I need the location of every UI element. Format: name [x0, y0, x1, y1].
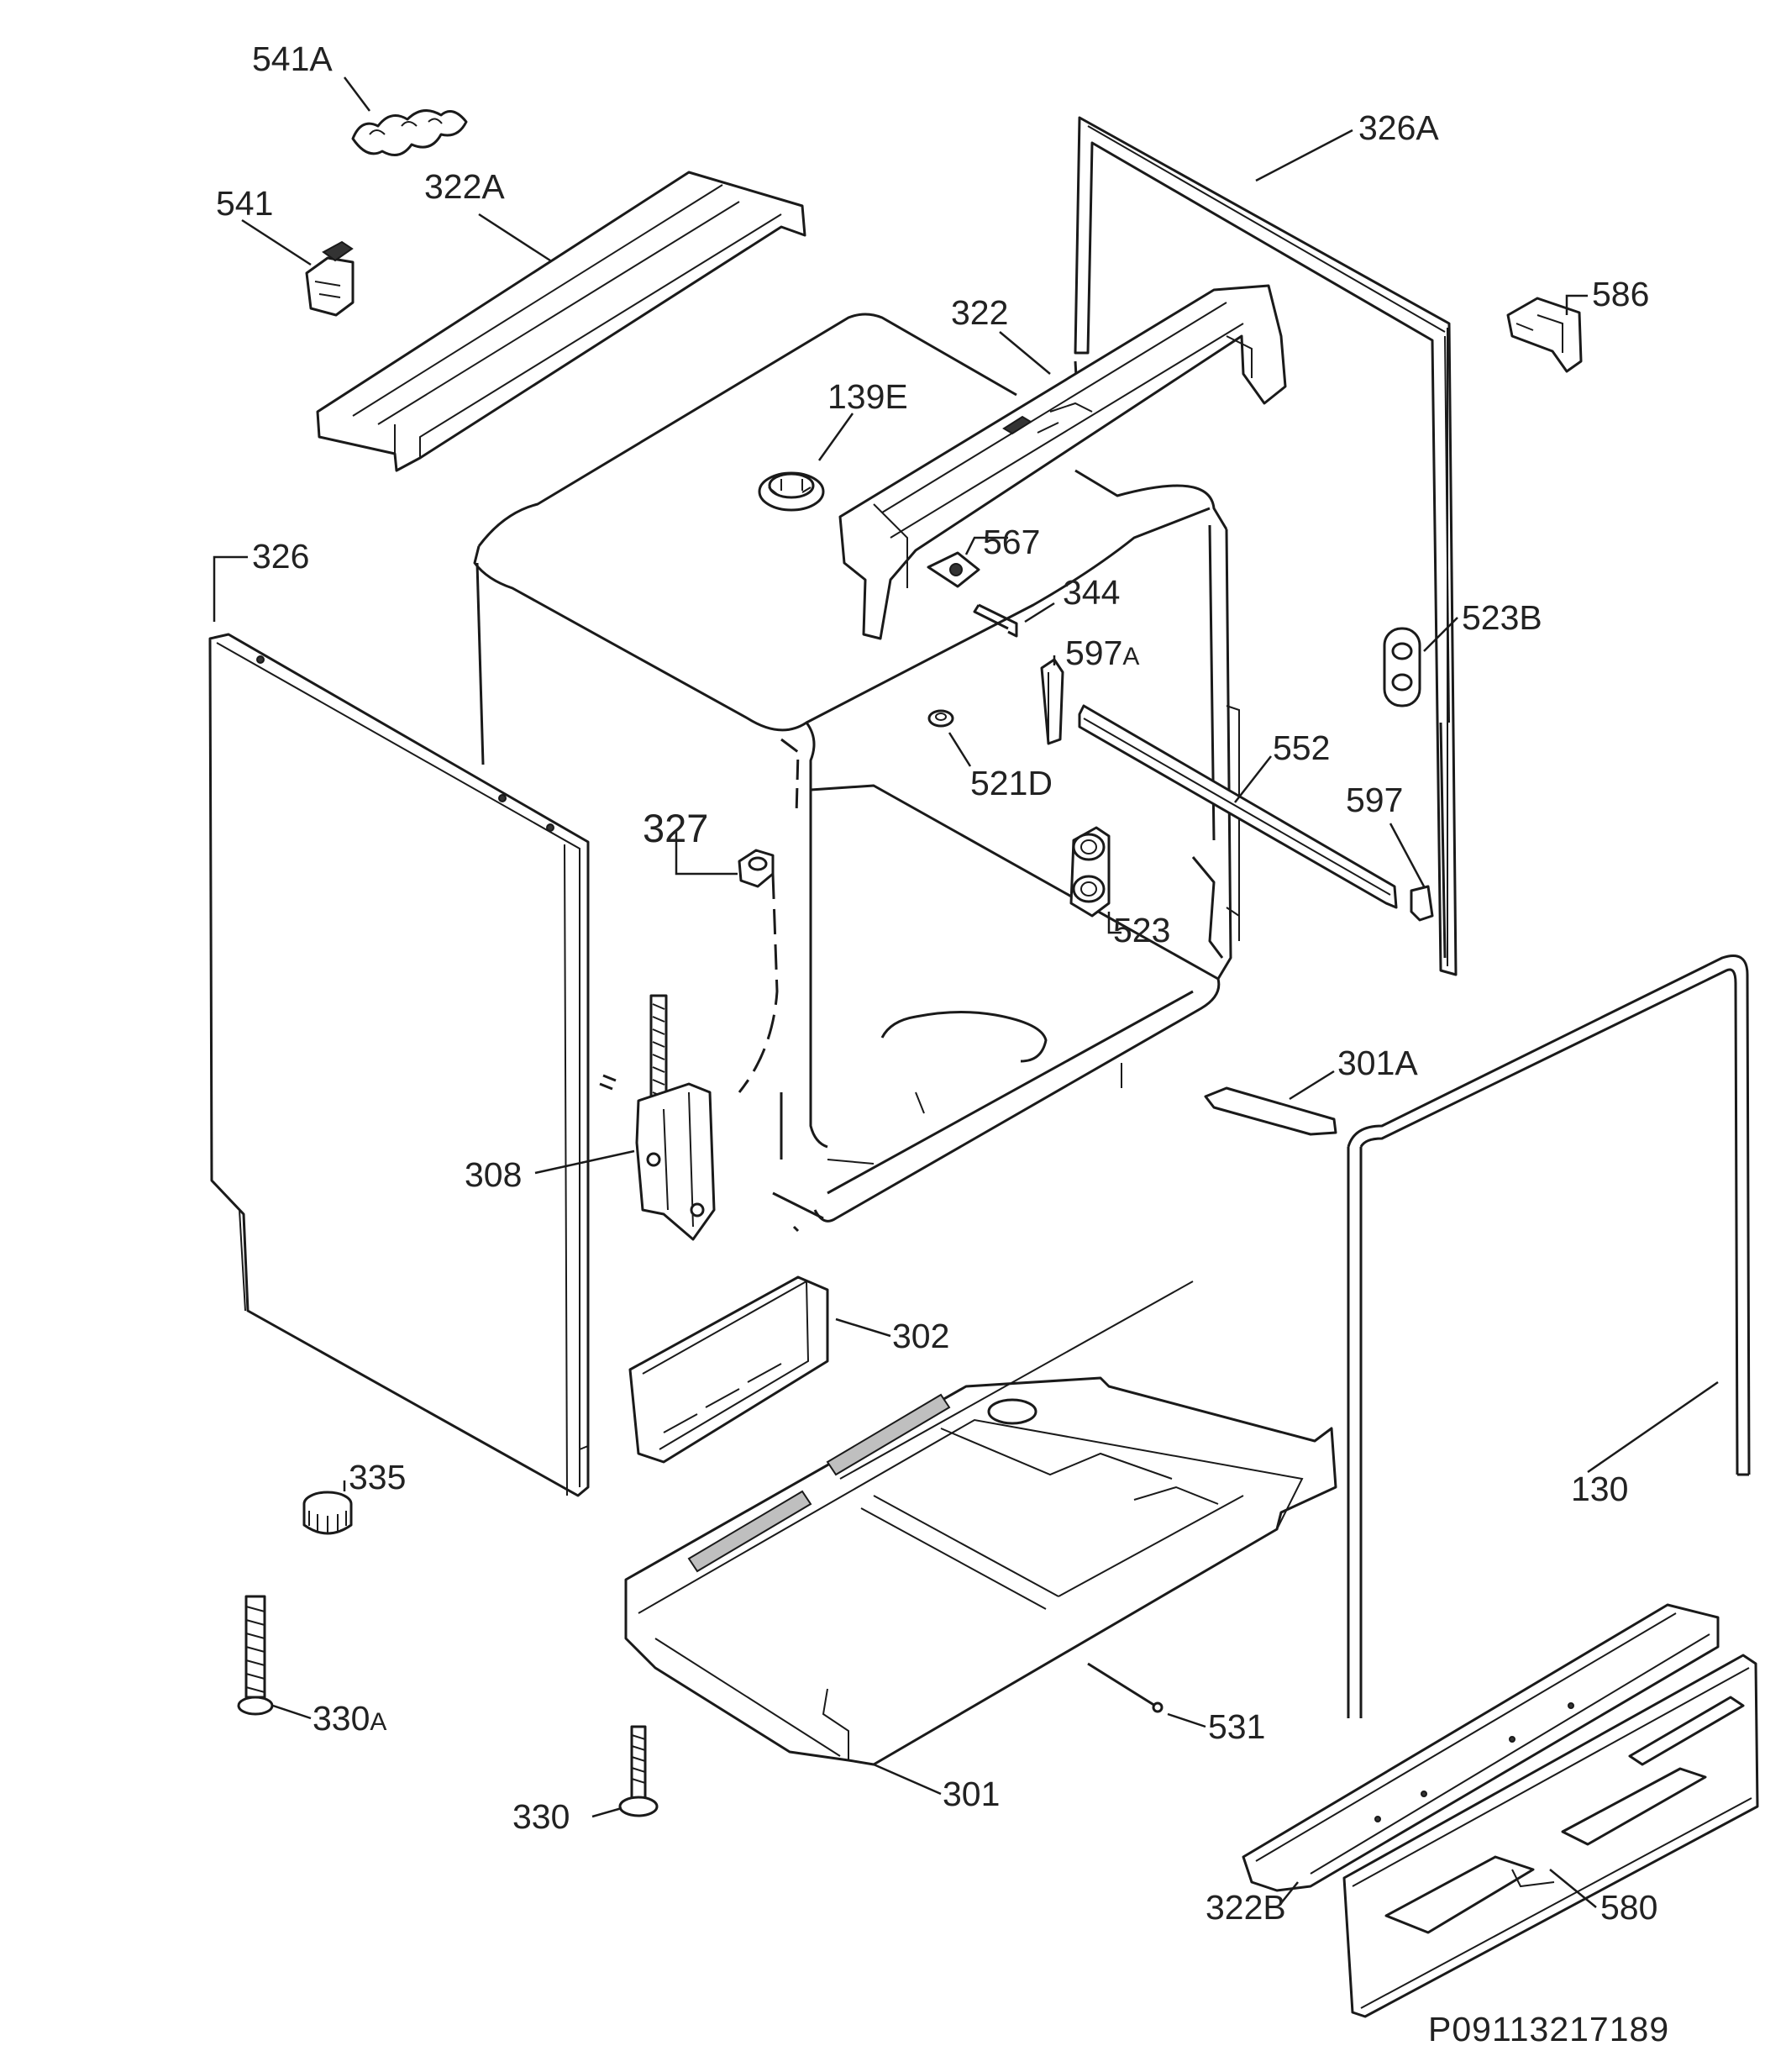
callout-322b: 322B [1206, 1888, 1286, 1927]
callout-541a: 541A [252, 39, 333, 78]
part-580-base-frame [1342, 1654, 1759, 2018]
callout-552: 552 [1273, 728, 1331, 767]
callout-330a-suffix: A [370, 1708, 387, 1736]
callout-580: 580 [1600, 1888, 1658, 1927]
part-139e-nut [758, 471, 825, 512]
part-tub [473, 313, 1240, 1233]
callout-597: 597 [1346, 781, 1404, 819]
callout-139e: 139E [827, 377, 908, 416]
callout-567: 567 [983, 523, 1041, 561]
callout-327: 327 [643, 806, 709, 850]
callout-330a: 330A [313, 1701, 386, 1736]
callout-308: 308 [465, 1155, 523, 1194]
callout-301a: 301A [1337, 1044, 1418, 1082]
callout-130: 130 [1571, 1470, 1629, 1508]
callout-344: 344 [1063, 573, 1121, 612]
part-301a-handle [1204, 1086, 1337, 1136]
part-586-bracket [1506, 297, 1583, 373]
callout-322a: 322A [424, 167, 505, 206]
callout-326: 326 [252, 537, 310, 576]
part-597-clip [1410, 885, 1434, 922]
part-541-clip [305, 240, 355, 317]
document-number: P09113217189 [1428, 2010, 1670, 2048]
callout-597a-suffix: A [1122, 643, 1140, 671]
part-322b-rear-rail [1242, 1603, 1720, 1892]
callout-523b: 523B [1462, 598, 1542, 637]
part-531-pin [1087, 1662, 1164, 1713]
part-302-bracket [628, 1275, 829, 1464]
part-597a-clip [1040, 658, 1064, 745]
part-322a-top-rail [316, 171, 806, 472]
callout-330a-number: 330 [313, 1699, 370, 1738]
part-521d-nut [927, 709, 954, 728]
callout-302: 302 [892, 1317, 950, 1355]
part-326a-side-panel [1074, 116, 1458, 976]
part-330-foot [618, 1725, 659, 1817]
callout-523: 523 [1113, 911, 1171, 949]
part-130-door-seal [1347, 954, 1751, 1718]
part-322-top-crossbar [838, 284, 1287, 640]
part-344-spring [973, 603, 1018, 638]
part-567-clip [927, 551, 980, 588]
part-327-bushing [738, 849, 775, 888]
callout-521d: 521D [970, 764, 1053, 802]
part-326-side-panel [208, 633, 590, 1497]
callout-531: 531 [1208, 1707, 1266, 1746]
callout-326a: 326A [1358, 108, 1439, 147]
callout-597a-number: 597 [1065, 634, 1123, 672]
callout-586: 586 [1592, 275, 1650, 313]
callout-322: 322 [951, 293, 1009, 332]
part-523b-grommet [1383, 627, 1421, 707]
callout-335: 335 [349, 1458, 407, 1496]
part-301-base [624, 1281, 1337, 1766]
part-523-grommets [1069, 826, 1111, 918]
callout-330: 330 [512, 1797, 570, 1836]
part-335-nut [302, 1491, 353, 1535]
callout-541: 541 [216, 184, 274, 223]
callout-597a: 597A [1065, 636, 1139, 671]
part-552-rail [1078, 704, 1398, 909]
part-308-hinge [599, 994, 716, 1241]
part-330a-foot [237, 1595, 274, 1716]
part-541a-clip [351, 109, 468, 156]
leader-lines [213, 76, 1719, 1908]
callout-301: 301 [943, 1775, 1001, 1813]
